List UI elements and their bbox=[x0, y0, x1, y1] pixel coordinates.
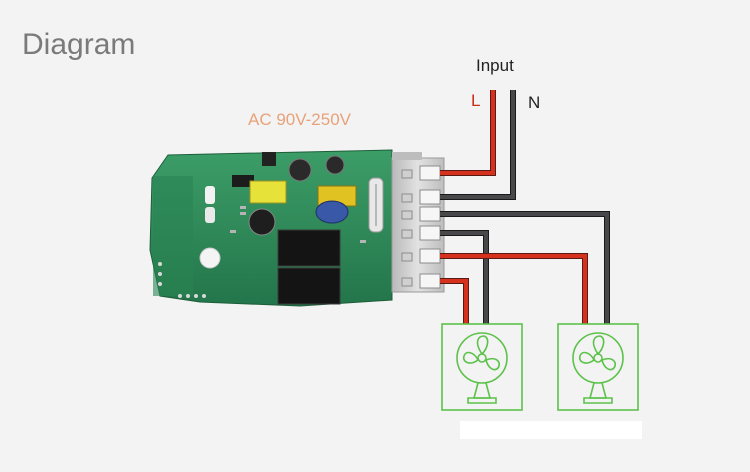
fan-icon bbox=[456, 332, 508, 404]
voltage-label: AC 90V-250V bbox=[248, 110, 352, 129]
terminal-slot bbox=[419, 225, 441, 241]
neutral-label: N bbox=[528, 93, 541, 112]
relay bbox=[277, 229, 341, 267]
varistor bbox=[315, 200, 349, 224]
inductor bbox=[249, 180, 287, 204]
capacitor bbox=[288, 158, 312, 182]
live-fan2-wire bbox=[440, 253, 588, 324]
led-indicator bbox=[205, 186, 215, 204]
capacitor-large bbox=[248, 208, 276, 236]
pairing-button bbox=[199, 247, 221, 269]
blank-strip bbox=[460, 421, 642, 439]
fan-icon bbox=[572, 332, 624, 404]
terminal-block bbox=[391, 152, 445, 293]
terminal-slot bbox=[419, 248, 441, 264]
live-input-wire bbox=[440, 90, 496, 176]
terminal-slot bbox=[419, 189, 441, 205]
fan-load-2 bbox=[557, 323, 639, 411]
terminal-slot bbox=[419, 206, 441, 222]
terminal-slot bbox=[419, 165, 441, 181]
relay-board bbox=[149, 149, 393, 307]
fan-load-1 bbox=[441, 323, 523, 411]
relay bbox=[277, 267, 341, 305]
fan-box bbox=[557, 323, 639, 411]
page-title: Diagram bbox=[22, 28, 136, 61]
fan-box bbox=[441, 323, 523, 411]
input-label: Input bbox=[476, 56, 514, 75]
wiring bbox=[440, 90, 610, 324]
live-label: L bbox=[471, 91, 481, 110]
terminal-slot bbox=[419, 273, 441, 289]
